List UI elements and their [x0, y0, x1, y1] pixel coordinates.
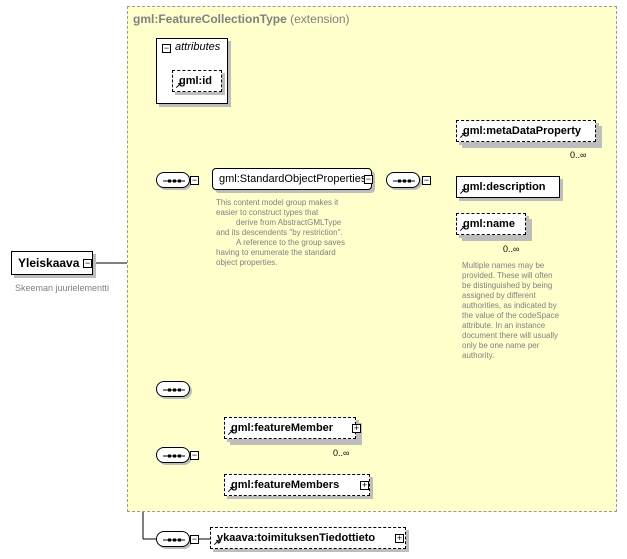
sequence-dots-icon [163, 179, 185, 183]
element-description-line: authority. [462, 351, 495, 360]
element-description-line: be distinguished by being [462, 281, 553, 290]
element-ykaava-toimituksentiedottieto[interactable]: ↗ ykaava:toimituksenTiedottieto + [210, 527, 406, 549]
element-description-line: the value of the codeSpace [462, 311, 559, 320]
extension-title: gml:FeatureCollectionType (extension) [133, 12, 350, 26]
sequence-collapse-icon[interactable]: − [422, 175, 431, 185]
group-description-line: object properties. [216, 258, 278, 267]
element-description-line: attribute. In an instance [462, 321, 546, 330]
expand-icon[interactable]: + [360, 480, 369, 490]
element-gml-featuremembers[interactable]: ↗ gml:featureMembers + [224, 474, 370, 496]
element-gml-featuremember[interactable]: ↗ gml:featureMember + [224, 417, 361, 439]
extension-qualifier: (extension) [290, 12, 350, 26]
group-collapse-icon[interactable]: − [364, 174, 373, 184]
root-element-label: Yleiskaava [18, 256, 80, 270]
sequence-compositor-icon[interactable] [156, 531, 190, 547]
reference-arrow-icon: ↗ [227, 485, 234, 494]
empty-sequence-compositor-icon[interactable] [156, 381, 190, 397]
group-description: This content model group makes it easier… [216, 198, 345, 268]
element-gml-metadataproperty[interactable]: ↗ gml:metaDataProperty [456, 120, 596, 142]
extension-type-name: gml:FeatureCollectionType [133, 12, 287, 26]
expand-icon[interactable]: + [395, 533, 404, 543]
sequence-collapse-icon[interactable]: − [190, 450, 199, 460]
element-description-line: document there will usually [462, 331, 559, 340]
group-description-line: This content model group makes it [216, 198, 339, 207]
reference-arrow-icon: ↗ [459, 224, 466, 233]
reference-arrow-icon: ↗ [175, 81, 182, 90]
group-standard-object-properties[interactable]: gml:StandardObjectProperties − [212, 168, 373, 190]
sequence-dots-icon [163, 538, 185, 542]
element-description-line: only be one name per [462, 341, 540, 350]
sequence-collapse-icon[interactable]: − [190, 175, 199, 185]
reference-arrow-icon: ↗ [459, 187, 466, 196]
element-description-line: provided. These will often [462, 271, 553, 280]
collapse-icon[interactable]: − [83, 258, 92, 268]
sequence-collapse-icon[interactable]: − [190, 534, 199, 544]
element-label: gml:name [463, 218, 515, 230]
element-label: gml:featureMembers [231, 479, 340, 491]
element-label: gml:description [463, 181, 546, 193]
element-label: gml:featureMember [231, 422, 334, 434]
element-label: ykaava:toimituksenTiedottieto [217, 532, 376, 544]
element-gml-description[interactable]: ↗ gml:description [456, 176, 560, 198]
sequence-dots-icon [393, 179, 415, 183]
cardinality-label: 0..∞ [503, 244, 520, 254]
element-description-line: Multiple names may be [462, 261, 545, 270]
group-description-line: derive from AbstractGMLType [236, 218, 342, 227]
cardinality-label: 0..∞ [570, 150, 587, 160]
group-label: gml:StandardObjectProperties [219, 173, 367, 185]
sequence-compositor-icon[interactable] [386, 172, 420, 188]
element-name-description: Multiple names may be provided. These wi… [462, 261, 559, 361]
sequence-compositor-icon[interactable] [156, 172, 190, 188]
group-description-line: having to enumerate the standard [216, 248, 336, 257]
reference-arrow-icon: ↗ [213, 538, 220, 547]
element-description-line: assigned by different [462, 291, 536, 300]
element-label: gml:metaDataProperty [463, 125, 581, 137]
attributes-collapse-icon[interactable]: − [162, 43, 171, 53]
cardinality-label: 0..∞ [333, 448, 350, 458]
expand-icon[interactable]: + [352, 423, 361, 433]
sequence-dots-icon [163, 454, 185, 458]
attribute-gml-id[interactable]: ↗ gml:id [172, 70, 222, 92]
element-description-line: authorities, as indicated by [462, 301, 557, 310]
sequence-compositor-icon[interactable] [156, 447, 190, 463]
group-description-line: and its descendents "by restriction". [216, 228, 343, 237]
root-element-yleiskaava[interactable]: Yleiskaava − [11, 251, 93, 275]
reference-arrow-icon: ↗ [227, 428, 234, 437]
reference-arrow-icon: ↗ [459, 131, 466, 140]
attributes-label: attributes [175, 41, 221, 53]
element-gml-name[interactable]: ↗ gml:name [456, 213, 526, 235]
group-description-line: easier to construct types that [216, 208, 319, 217]
root-element-subtitle: Skeeman juurielementti [15, 283, 110, 293]
attribute-label: gml:id [179, 75, 212, 87]
sequence-dots-icon [163, 388, 185, 392]
group-description-line: A reference to the group saves [236, 238, 345, 247]
